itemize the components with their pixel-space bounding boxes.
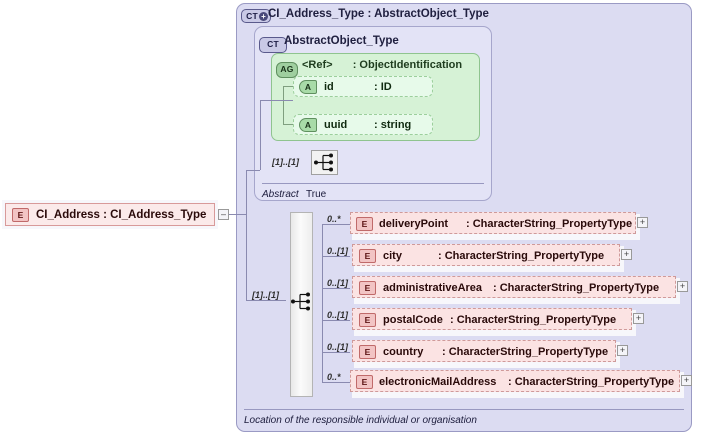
element-connector-1 — [322, 256, 350, 257]
element-branch-vertical — [322, 224, 323, 382]
element-connector-2 — [322, 288, 350, 289]
attribute-group-ref: <Ref> : ObjectIdentification — [302, 58, 462, 73]
attribute-connector-vertical — [283, 86, 284, 125]
element-expand-button-4[interactable]: + — [617, 345, 628, 356]
attribute-connector-uuid — [283, 124, 295, 125]
attribute-row-id[interactable]: A id : ID — [293, 76, 433, 97]
base-type-badge: CT — [259, 34, 287, 53]
element-row-administrativeArea[interactable]: E administrativeArea : CharacterString_P… — [352, 276, 676, 298]
element-badge: E — [359, 345, 376, 359]
element-row-deliveryPoint[interactable]: E deliveryPoint : CharacterString_Proper… — [350, 212, 636, 234]
root-connector — [229, 214, 246, 215]
element-name: electronicMailAddress — [379, 376, 497, 388]
element-name: country — [383, 346, 424, 358]
element-name: deliveryPoint — [379, 218, 449, 230]
attribute-badge: A — [299, 80, 317, 94]
element-row-country[interactable]: E country : CharacterString_PropertyType — [352, 340, 616, 362]
attribute-connector-id — [283, 86, 295, 87]
complex-type-title: CI_Address_Type : AbstractObject_Type — [268, 8, 489, 20]
element-name: administrativeArea — [383, 282, 483, 294]
attribute-type: : ID — [374, 81, 392, 93]
element-expand-button-3[interactable]: + — [633, 313, 644, 324]
attribute-row-uuid[interactable]: A uuid : string — [293, 114, 433, 135]
sequence-connector-horizontal — [246, 300, 286, 301]
sequence-cardinality: [1]..[1] — [252, 290, 279, 300]
base-branch-vertical — [260, 100, 261, 170]
abstract-label: Abstract — [262, 189, 299, 200]
element-type: : CharacterString_PropertyType — [442, 346, 609, 358]
abstract-value: True — [306, 189, 327, 200]
sequence-icon-wrap[interactable] — [288, 290, 315, 318]
attribute-group-badge: AG — [276, 59, 298, 78]
element-cardinality-2: 0..[1] — [327, 278, 349, 288]
footer-divider — [244, 409, 684, 410]
element-badge: E — [12, 208, 29, 222]
element-name: postalCode — [383, 314, 443, 326]
root-connector-to-base — [246, 170, 260, 171]
attribute-group-ref-label: <Ref> — [302, 59, 333, 71]
element-name: city — [383, 250, 402, 262]
element-type: : CharacterString_PropertyType — [493, 282, 660, 294]
complex-type-badge-text: CT — [246, 11, 258, 21]
footer-caption: Location of the responsible individual o… — [244, 415, 477, 426]
sequence-icon — [314, 153, 333, 172]
element-badge: E — [359, 249, 376, 263]
element-connector-0 — [322, 224, 350, 225]
element-type: : CharacterString_PropertyType — [450, 314, 617, 326]
element-cardinality-0: 0..* — [327, 214, 341, 224]
element-row-electronicMailAddress[interactable]: E electronicMailAddress : CharacterStrin… — [350, 370, 680, 392]
element-badge: E — [356, 375, 373, 389]
element-connector-5 — [322, 382, 350, 383]
element-expand-button-1[interactable]: + — [621, 249, 632, 260]
attribute-group-type-label: : ObjectIdentification — [352, 59, 463, 71]
element-type: : CharacterString_PropertyType — [508, 376, 675, 388]
element-badge: E — [359, 313, 376, 327]
element-cardinality-4: 0..[1] — [327, 342, 349, 352]
expand-plus-icon[interactable]: + — [259, 12, 268, 21]
base-type-badge-text: CT — [259, 37, 287, 53]
base-sequence-icon[interactable] — [311, 150, 338, 175]
element-badge: E — [356, 217, 373, 231]
root-element-box[interactable]: E CI_Address : CI_Address_Type — [5, 203, 215, 226]
sequence-icon — [291, 292, 310, 311]
element-cardinality-1: 0..[1] — [327, 246, 349, 256]
element-badge: E — [359, 281, 376, 295]
attribute-type: : string — [374, 119, 412, 131]
sequence-compositor-bar[interactable] — [290, 212, 313, 397]
element-row-city[interactable]: E city : CharacterString_PropertyType — [352, 244, 620, 266]
element-cardinality-3: 0..[1] — [327, 310, 349, 320]
root-connector-vertical — [246, 170, 247, 300]
element-expand-button-0[interactable]: + — [637, 217, 648, 228]
attribute-group-badge-text: AG — [276, 62, 298, 78]
element-connector-3 — [322, 320, 350, 321]
element-type: : CharacterString_PropertyType — [466, 218, 633, 230]
attribute-name: uuid — [324, 119, 348, 131]
base-sequence-cardinality: [1]..[1] — [272, 157, 299, 167]
attribute-name: id — [324, 81, 334, 93]
element-expand-button-2[interactable]: + — [677, 281, 688, 292]
element-type: : CharacterString_PropertyType — [438, 250, 605, 262]
root-element-collapse-button[interactable]: – — [218, 209, 229, 220]
element-expand-button-5[interactable]: + — [681, 375, 692, 386]
element-cardinality-5: 0..* — [327, 372, 341, 382]
abstract-divider — [262, 183, 484, 184]
base-type-title: AbstractObject_Type — [284, 35, 399, 47]
complex-type-badge: CT+ — [241, 6, 271, 24]
element-connector-4 — [322, 352, 350, 353]
attribute-badge: A — [299, 118, 317, 132]
element-row-postalCode[interactable]: E postalCode : CharacterString_PropertyT… — [352, 308, 632, 330]
root-element-label: CI_Address : CI_Address_Type — [36, 209, 207, 221]
base-branch-horizontal — [260, 100, 293, 101]
